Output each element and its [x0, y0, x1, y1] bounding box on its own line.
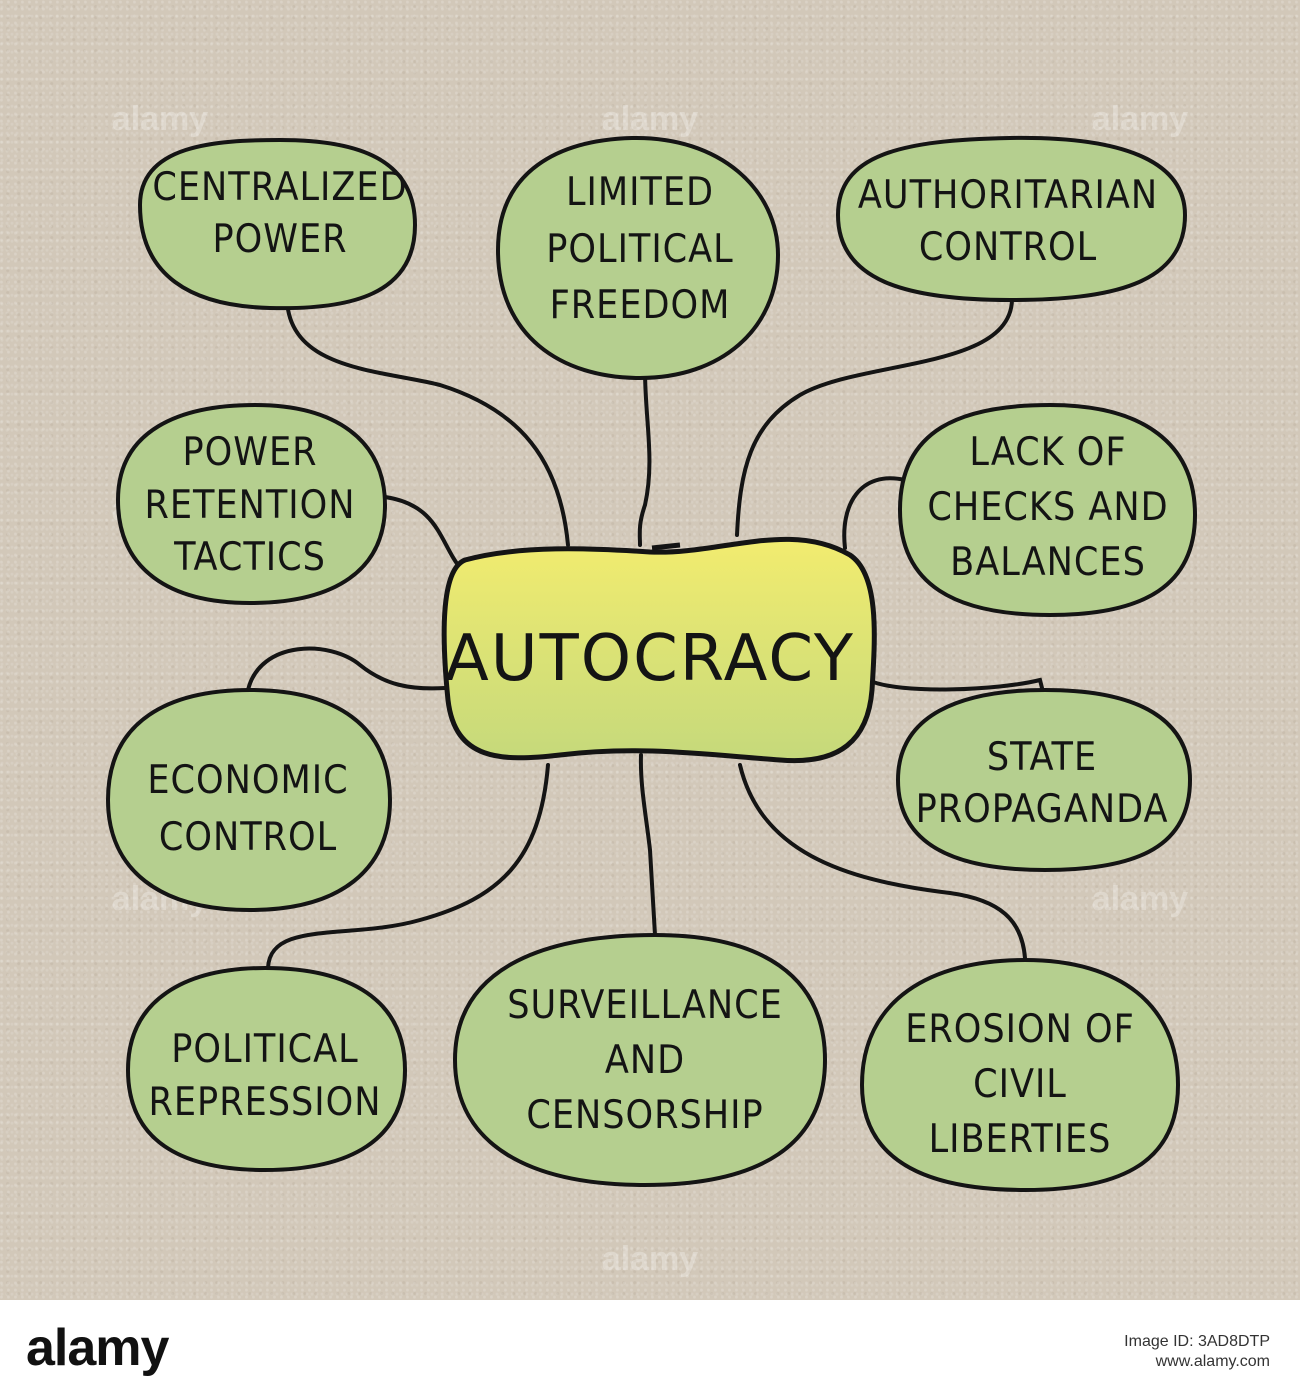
connectors — [246, 298, 1045, 970]
connector-erosion — [738, 763, 1027, 960]
site-url-text: www.alamy.com — [1155, 1353, 1270, 1370]
connector-checks — [842, 476, 907, 550]
connector-repression — [266, 763, 550, 970]
watermark: alamy — [602, 1240, 698, 1278]
node-label-line: STATE — [987, 735, 1097, 780]
node-label-line: LIBERTIES — [929, 1117, 1112, 1162]
node-label-line: REPRESSION — [149, 1080, 382, 1125]
node-label-line: CONTROL — [159, 815, 337, 860]
node-label-line: CIVIL — [973, 1062, 1067, 1107]
node-state-propaganda: STATE PROPAGANDA — [895, 687, 1193, 873]
node-label-line: ECONOMIC — [147, 758, 348, 803]
watermark: alamy — [1092, 880, 1188, 918]
watermark: alamy — [112, 100, 208, 138]
node-label-line: AND — [605, 1038, 685, 1083]
mind-map: alamy alamy alamy alamy alamy alamy alam… — [105, 100, 1198, 1278]
node-political-repression: POLITICAL REPRESSION — [125, 965, 408, 1173]
node-lack-of-checks-and-balances: LACK OF CHECKS AND BALANCES — [897, 402, 1198, 618]
connector-limited — [637, 368, 652, 547]
node-label-line: RETENTION — [145, 483, 356, 528]
node-centralized-power: CENTRALIZED POWER — [137, 137, 418, 311]
node-label-line: CENSORSHIP — [526, 1093, 763, 1138]
node-label-line: LACK OF — [969, 430, 1126, 475]
node-label-line: CHECKS AND — [927, 485, 1168, 530]
watermark: alamy — [1092, 100, 1188, 138]
node-label-line: AUTHORITARIAN — [858, 173, 1158, 218]
node-label-line: POLITICAL — [171, 1027, 358, 1072]
node-label-line: FREEDOM — [550, 283, 731, 328]
connector-retention — [383, 495, 464, 572]
node-label-line: EROSION OF — [905, 1007, 1135, 1052]
watermark: alamy — [602, 100, 698, 138]
node-authoritarian-control: AUTHORITARIAN CONTROL — [835, 135, 1188, 303]
node-label-line: POWER — [212, 217, 347, 262]
alamy-logo: alamy — [26, 1319, 169, 1377]
node-label-line: POWER — [182, 430, 317, 475]
node-label-line: TACTICS — [173, 535, 326, 580]
node-economic-control: ECONOMIC CONTROL — [105, 687, 393, 913]
node-surveillance-and-censorship: SURVEILLANCE AND CENSORSHIP — [452, 932, 828, 1188]
connector-authoritarian — [735, 298, 1014, 537]
node-label-line: BALANCES — [950, 540, 1146, 585]
node-label-line: CENTRALIZED — [152, 165, 407, 210]
image-id-text: Image ID: 3AD8DTP — [1124, 1333, 1270, 1350]
node-label-line: SURVEILLANCE — [507, 983, 783, 1028]
connector-centralized — [285, 298, 570, 547]
node-label-line: CONTROL — [919, 225, 1097, 270]
node-label-line: PROPAGANDA — [916, 787, 1169, 832]
node-erosion-of-civil-liberties: EROSION OF CIVIL LIBERTIES — [859, 957, 1181, 1193]
footer-info: Image ID: 3AD8DTP www.alamy.com — [1124, 1332, 1270, 1372]
node-label-line: POLITICAL — [546, 227, 733, 272]
center-label: AUTOCRACY — [445, 622, 855, 696]
connector-propaganda — [866, 677, 1045, 694]
node-limited-political-freedom: LIMITED POLITICAL FREEDOM — [495, 135, 781, 381]
node-power-retention-tactics: POWER RETENTION TACTICS — [115, 402, 388, 606]
node-label-line: LIMITED — [566, 170, 714, 215]
connector-economic — [246, 646, 447, 692]
connector-surveillance — [638, 753, 657, 937]
center-node: AUTOCRACY — [441, 536, 877, 764]
footer-bar: alamy Image ID: 3AD8DTP www.alamy.com — [0, 1300, 1300, 1390]
nodes: CENTRALIZED POWER LIMITED POLITICAL FREE… — [105, 135, 1198, 1193]
